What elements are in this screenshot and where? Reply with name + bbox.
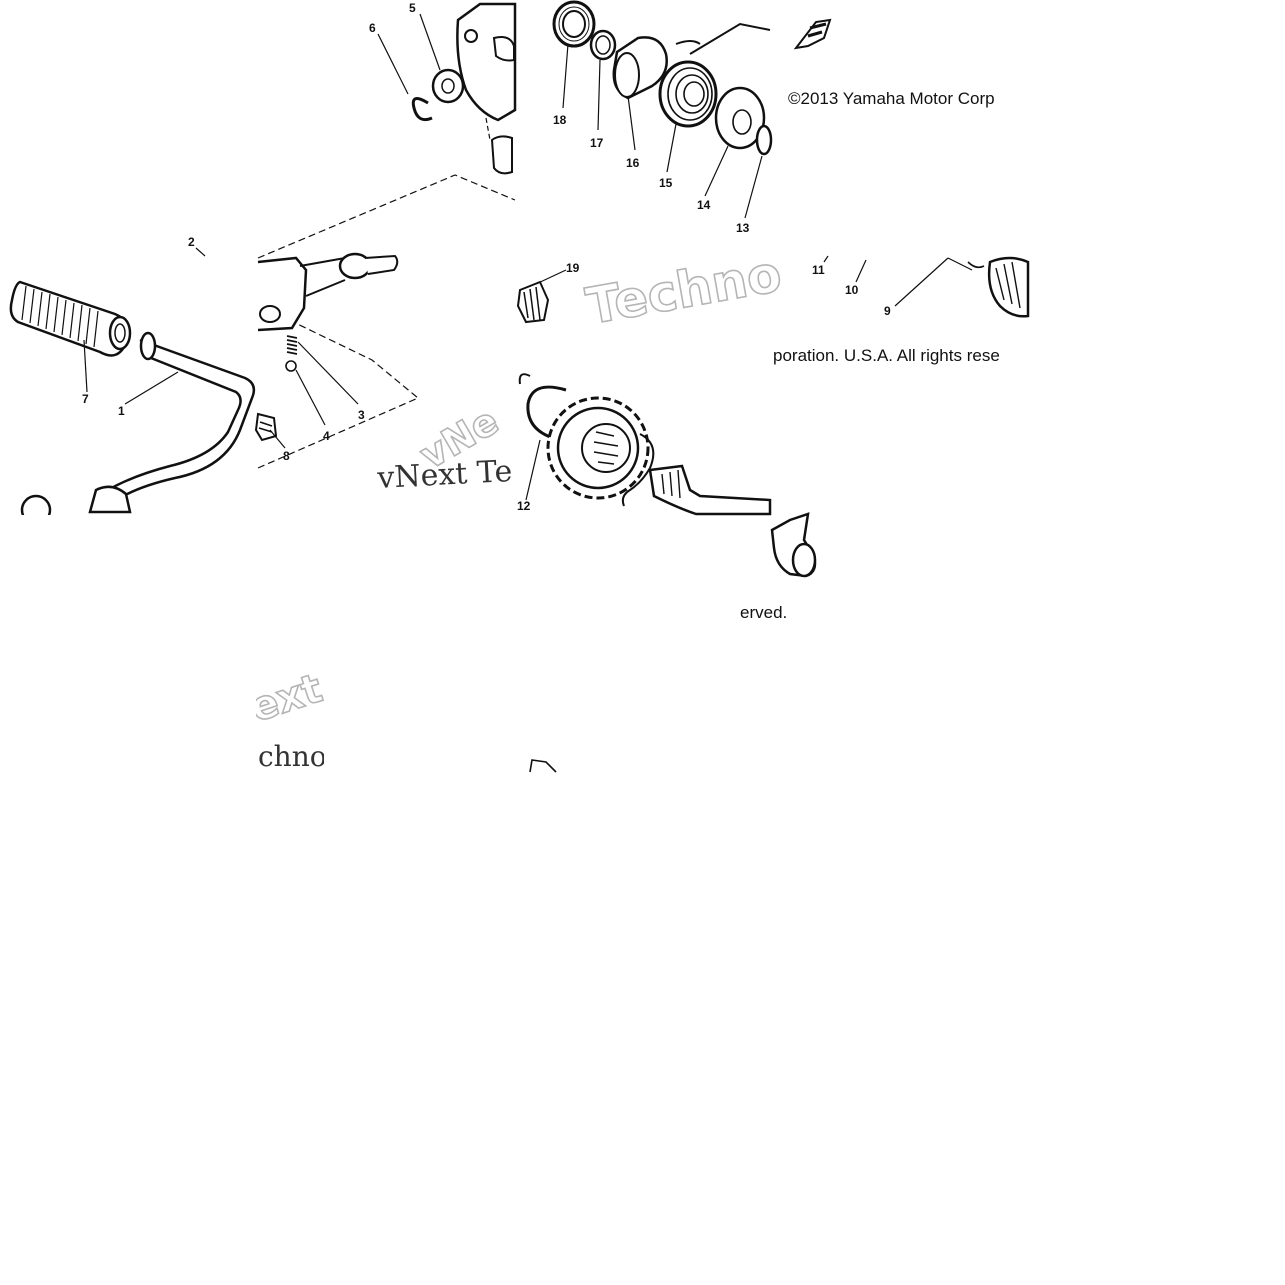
blank-area (0, 775, 1285, 1285)
copyright-line-1: ©2013 Yamaha Motor Corp (788, 89, 995, 108)
callout-5: 5 (409, 1, 416, 15)
spring-icon (286, 335, 298, 355)
watermark-fragment-b: chno (258, 740, 327, 773)
watermark-main: Techno (582, 245, 786, 336)
torsion-spring-icon (658, 22, 771, 128)
pedal-grip-icon (9, 280, 132, 357)
tile-gap-middle (324, 515, 518, 775)
callout-2: 2 (188, 235, 195, 249)
seal-icon (552, 0, 596, 48)
front-arrow-icon (793, 18, 832, 50)
callout-17: 17 (590, 136, 604, 150)
circlip-icon (526, 385, 567, 442)
bolt-icon (254, 412, 278, 442)
gear-icon (546, 396, 650, 500)
shift-shaft-tile: 5 6 (369, 1, 517, 175)
callout-9: 9 (884, 304, 891, 318)
kick-shaft-right-tile: 9 10 11 (812, 255, 1030, 318)
callout-4: 4 (323, 429, 330, 443)
circlip-icon (411, 97, 433, 122)
callout-14: 14 (697, 198, 711, 212)
partial-clip-icon (529, 759, 557, 773)
ball-icon (285, 360, 297, 372)
callout-7: 7 (82, 392, 89, 406)
watermark-serif: vNext Te (376, 454, 514, 496)
pedal-assembly-tile: 7 1 2 8 (9, 235, 290, 526)
callout-16: 16 (626, 156, 640, 170)
shaft-icon (648, 464, 772, 516)
callout-6: 6 (369, 21, 376, 35)
tile-gap-left (0, 515, 256, 775)
callout-1: 1 (118, 404, 125, 418)
callout-12: 12 (517, 499, 531, 513)
copyright-line-2: poration. U.S.A. All rights rese (773, 346, 1000, 365)
callout-19: 19 (566, 261, 580, 275)
callout-10: 10 (845, 283, 859, 297)
kick-pedal-icon (20, 331, 256, 526)
kick-gear-tile: 12 (517, 373, 772, 516)
copyright-line-3: erved. (740, 603, 787, 622)
callout-15: 15 (659, 176, 673, 190)
kick-shaft-parts-tile: 18 17 16 15 14 13 (552, 0, 773, 235)
callout-18: 18 (553, 113, 567, 127)
shaft-bolt-icon (516, 269, 567, 324)
watermark-fragment-a: ext (245, 665, 328, 731)
callout-11: 11 (812, 263, 825, 277)
callout-13: 13 (736, 221, 750, 235)
callout-8: 8 (283, 449, 290, 463)
shaft-end-icon (770, 512, 817, 578)
lever-boss-tile: 3 4 (257, 174, 516, 469)
callout-3: 3 (358, 408, 365, 422)
